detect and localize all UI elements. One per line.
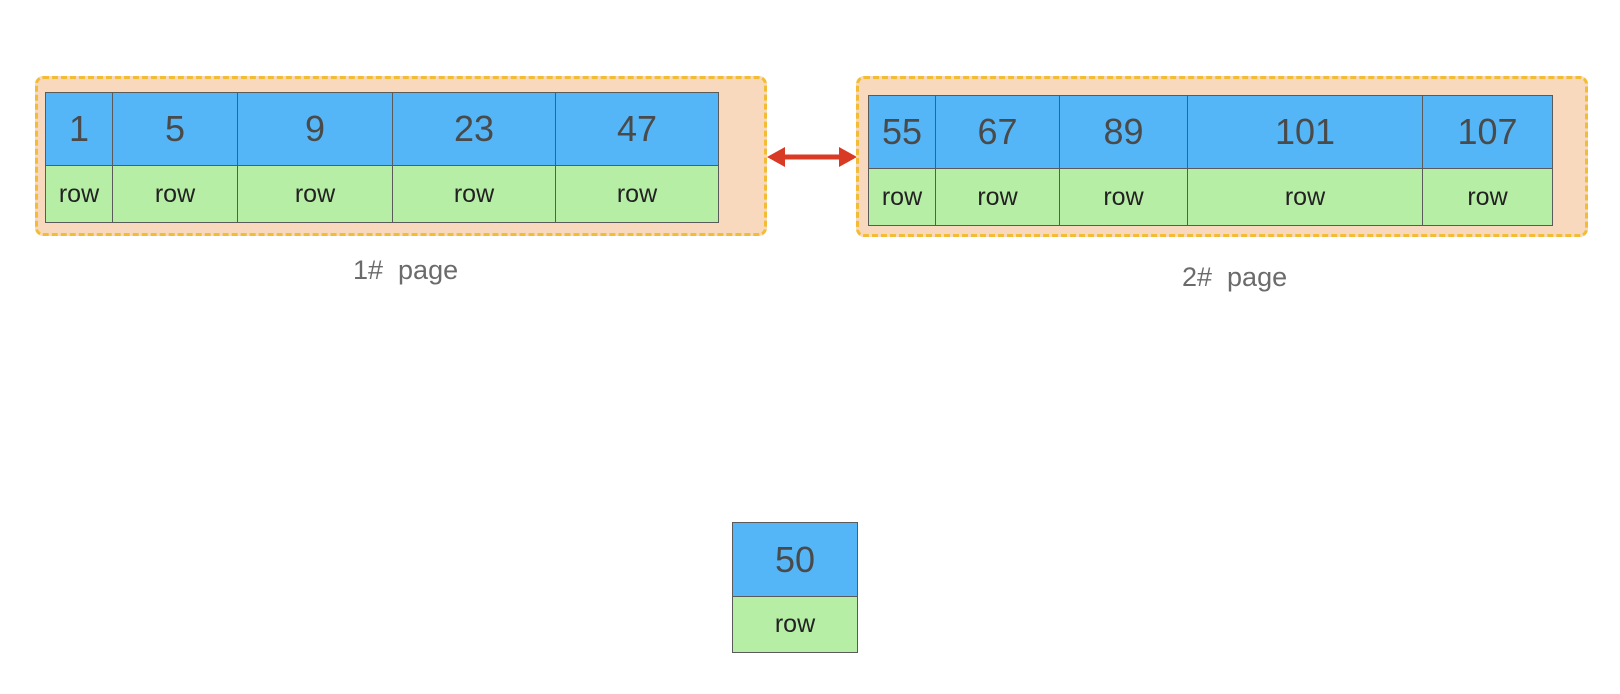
- record: 89 row: [1060, 96, 1188, 225]
- record-key: 55: [869, 96, 935, 169]
- record: 23 row: [393, 93, 556, 222]
- page-1-records: 1 row 5 row 9 row 23 row 47 row: [45, 92, 719, 223]
- record-row: row: [1060, 169, 1187, 225]
- page-2-label: 2# page: [1182, 262, 1288, 292]
- record-row: row: [393, 166, 555, 222]
- page-2-records: 55 row 67 row 89 row 101 row 107 row: [868, 95, 1553, 226]
- record: 1 row: [46, 93, 113, 222]
- record-key: 9: [238, 93, 392, 166]
- record-key: 1: [46, 93, 112, 166]
- record-key: 107: [1423, 96, 1552, 169]
- record-row: row: [1423, 169, 1552, 225]
- page-1-label: 1# page: [353, 255, 459, 285]
- record: 47 row: [556, 93, 718, 222]
- record-row: row: [556, 166, 718, 222]
- record: 67 row: [936, 96, 1060, 225]
- record: 107 row: [1423, 96, 1552, 225]
- record-key: 101: [1188, 96, 1422, 169]
- record: 5 row: [113, 93, 238, 222]
- record-row: row: [869, 169, 935, 225]
- record-key: 50: [733, 523, 857, 597]
- record-row: row: [113, 166, 237, 222]
- page-link-arrow: [767, 147, 857, 167]
- record-key: 89: [1060, 96, 1187, 169]
- record-key: 23: [393, 93, 555, 166]
- record: 9 row: [238, 93, 393, 222]
- record-row: row: [238, 166, 392, 222]
- record-row: row: [733, 597, 857, 652]
- record-key: 67: [936, 96, 1059, 169]
- record-key: 5: [113, 93, 237, 166]
- record-row: row: [46, 166, 112, 222]
- record: 55 row: [869, 96, 936, 225]
- record-key: 47: [556, 93, 718, 166]
- record-row: row: [1188, 169, 1422, 225]
- record: 101 row: [1188, 96, 1423, 225]
- new-record: 50 row: [732, 522, 858, 653]
- record-row: row: [936, 169, 1059, 225]
